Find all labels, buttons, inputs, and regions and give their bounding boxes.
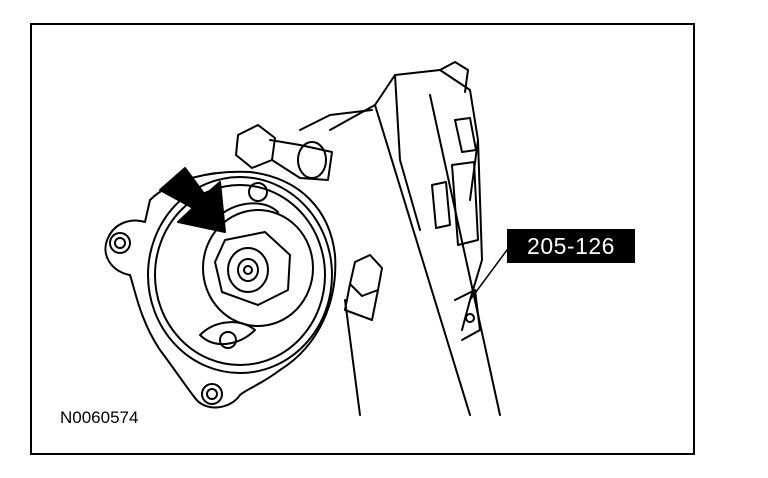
pinion-nut <box>202 209 314 327</box>
callout-leader-line <box>469 249 508 301</box>
housing-structure <box>299 61 501 416</box>
side-bolt <box>344 254 383 321</box>
figure-number: N0060574 <box>60 408 139 427</box>
pointer-arrow <box>159 167 226 233</box>
tool-callout-label: 205-126 <box>507 229 635 263</box>
pinion-flange <box>104 170 337 409</box>
upper-bolt <box>235 124 333 181</box>
